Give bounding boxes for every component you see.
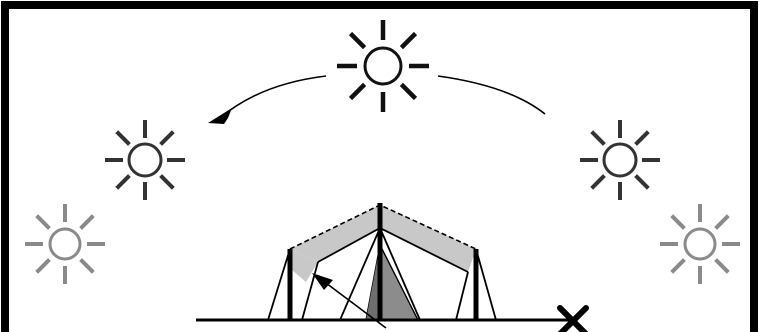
sun-right-icon (580, 120, 660, 200)
sun-top-icon (337, 20, 429, 112)
sun-far-right-icon (660, 204, 740, 284)
sun-left-icon (105, 120, 185, 200)
sun-far-left-icon (25, 204, 105, 284)
